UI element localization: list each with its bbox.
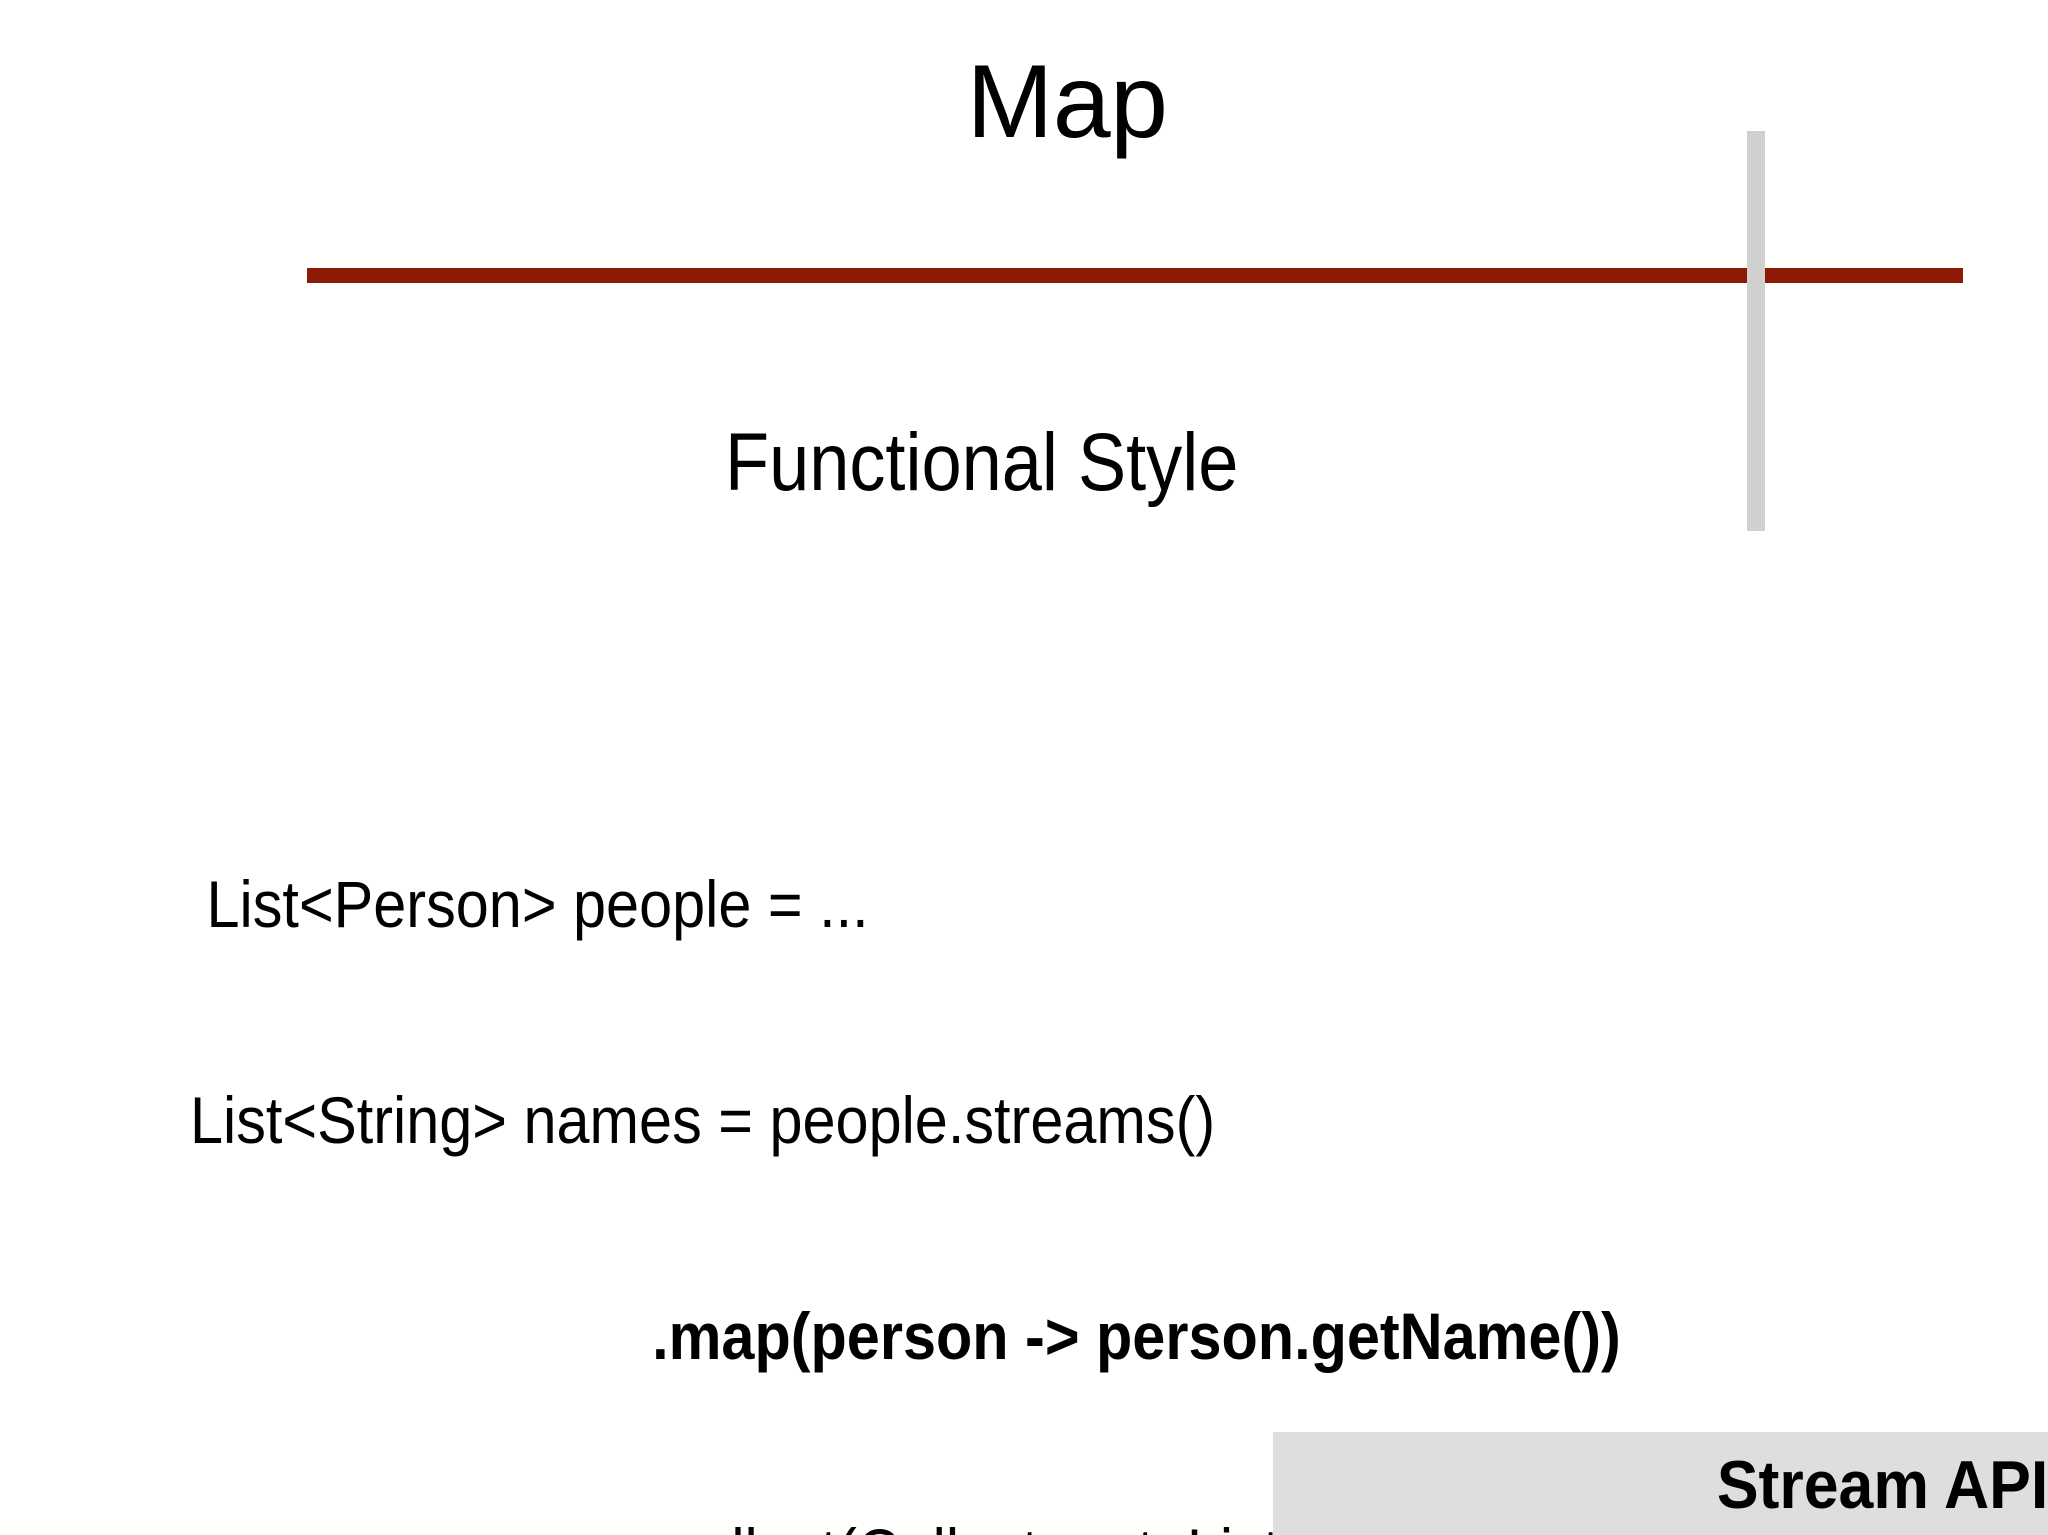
page-title: Map: [0, 44, 2048, 160]
slide-subtitle-text: Functional Style: [725, 417, 1239, 508]
footer-banner: Stream API: [1273, 1432, 2048, 1535]
page-title-text: Map: [966, 44, 1168, 160]
code-line-highlighted: .map(person -> person.getName()): [190, 1299, 1621, 1373]
code-block: List<Person> people = ... List<String> n…: [190, 724, 1890, 1535]
code-line: List<String> names = people.streams(): [190, 1083, 1216, 1157]
code-line: List<Person> people = ...: [190, 867, 869, 941]
slide-subtitle: Functional Style: [0, 417, 2048, 508]
vertical-accent-bar: [1747, 131, 1765, 531]
footer-banner-label: Stream API: [1716, 1447, 2048, 1523]
code-line: .collect(Collectors.toList());: [190, 1516, 1720, 1535]
horizontal-accent-rule: [307, 268, 1963, 283]
